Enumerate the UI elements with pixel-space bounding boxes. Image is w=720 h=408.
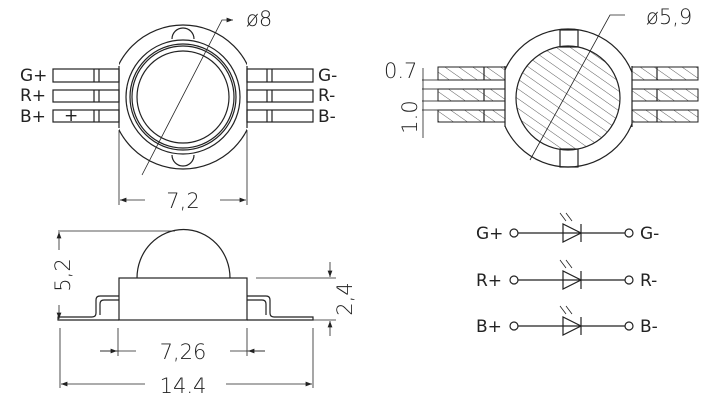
cathode-label: R- — [640, 271, 657, 291]
top-view: + G+ R+ B+ G- R- B- ø8 7,2 — [20, 7, 337, 213]
bottom-view: ø5,9 0.7 1.0 — [384, 5, 699, 168]
diameter-dimension: ø5,9 — [646, 5, 692, 29]
anode-label: B+ — [476, 317, 502, 337]
pin-label: R+ — [20, 86, 46, 106]
bottom-leads — [437, 66, 699, 123]
led-diode-icon — [562, 270, 583, 290]
polarity-mark: + — [64, 106, 78, 126]
height-dimension: 5,2 — [51, 258, 75, 291]
schematic-row: R+ R- — [476, 259, 657, 291]
schematic-row: B+ B- — [476, 305, 658, 337]
anode-label: R+ — [476, 271, 502, 291]
top-leads — [52, 68, 314, 123]
pin-label: G- — [318, 66, 337, 86]
anode-label: G+ — [476, 224, 503, 244]
pin-label: B- — [318, 107, 336, 127]
lead-pitch-dimension: 1.0 — [398, 100, 422, 133]
diameter-dimension: ø8 — [246, 7, 272, 31]
pin-label: R- — [318, 86, 335, 106]
side-view: 5,2 2,4 7,26 14.4 — [51, 228, 357, 398]
body-height-dimension: 2,4 — [333, 282, 357, 315]
cathode-label: G- — [640, 224, 659, 244]
width-dimension: 7,2 — [166, 189, 199, 213]
led-diode-icon — [562, 223, 583, 243]
led-schematic: G+ G- R+ R- B+ B- — [476, 212, 659, 337]
body-width-dimension: 7,26 — [160, 340, 207, 364]
led-diode-icon — [562, 316, 583, 336]
lead-width-dimension: 0.7 — [384, 59, 417, 83]
schematic-row: G+ G- — [476, 212, 659, 244]
pin-label: B+ — [20, 107, 46, 127]
pin-label: G+ — [20, 66, 47, 86]
total-width-dimension: 14.4 — [160, 374, 207, 398]
cathode-label: B- — [640, 317, 658, 337]
